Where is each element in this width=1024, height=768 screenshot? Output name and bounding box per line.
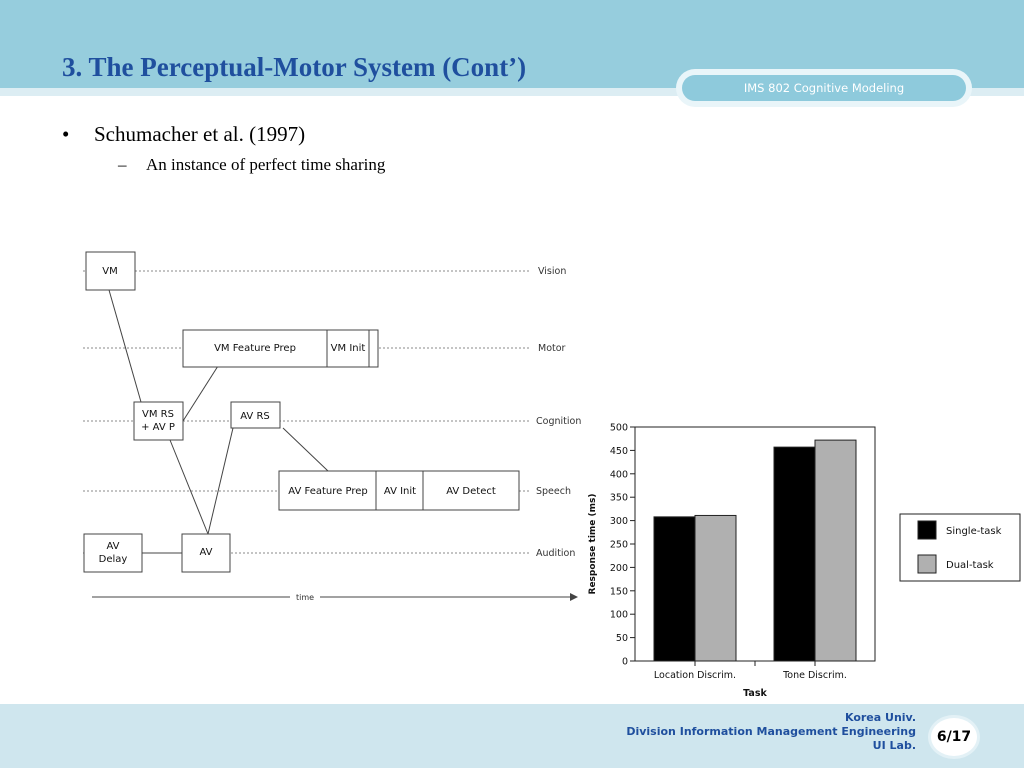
lane-label-motor: Motor xyxy=(538,343,566,354)
legend-label-single-task: Single-task xyxy=(946,526,1002,537)
y-tick-label: 0 xyxy=(622,657,628,668)
box-av-label: AV xyxy=(199,547,212,558)
lane-label-speech: Speech xyxy=(536,486,571,497)
bar-dual-task xyxy=(814,439,857,662)
y-tick-label: 150 xyxy=(610,586,628,597)
box-av xyxy=(181,533,231,573)
footer-line-division: Division Information Management Engineer… xyxy=(626,725,916,738)
lane-label-vision: Vision xyxy=(538,266,566,277)
footer-line-lab: UI Lab. xyxy=(872,739,916,752)
y-tick-label: 350 xyxy=(610,493,628,504)
connector-av-to-avrs xyxy=(207,427,234,535)
sub-bullet-dash: – xyxy=(118,155,127,174)
y-tick-label: 50 xyxy=(616,633,628,644)
y-tick-label: 200 xyxy=(610,563,628,574)
footer-credits: Korea Univ. Division Information Managem… xyxy=(626,711,916,753)
y-tick-label: 450 xyxy=(610,446,628,457)
time-label: time xyxy=(296,593,314,602)
bar-single-task xyxy=(653,516,696,662)
legend-swatch-dual-task xyxy=(917,554,937,574)
lane-label-audition: Audition xyxy=(536,548,575,559)
x-axis-label: Task xyxy=(743,688,767,699)
y-tick-label: 300 xyxy=(610,516,628,527)
y-tick-label: 500 xyxy=(610,423,628,434)
sub-bullet-text: An instance of perfect time sharing xyxy=(146,155,386,174)
response-time-chart: 0 50 100 150 200 250 300 350 400 450 500 Location … xyxy=(588,423,1021,699)
box-av-detect-label: AV Detect xyxy=(446,486,496,497)
connector-vm-to-vmrs xyxy=(108,289,142,403)
box-av-feature-prep-label: AV Feature Prep xyxy=(288,486,367,497)
connector-avrs-to-featureprep xyxy=(282,427,329,472)
time-sharing-diagram: Vision Motor Cognition Speech Audition V… xyxy=(83,251,581,602)
connector-vmrs-to-av xyxy=(169,439,209,535)
time-arrow-head xyxy=(570,593,578,601)
bullet-item: • Schumacher et al. (1997) xyxy=(62,122,305,147)
x-tick-label: Location Discrim. xyxy=(654,670,736,681)
connector-vmrs-to-featureprep xyxy=(182,365,219,422)
y-tick-label: 250 xyxy=(610,540,628,551)
legend-label-dual-task: Dual-task xyxy=(946,560,994,571)
x-tick-label: Tone Discrim. xyxy=(782,670,847,681)
box-vm-rs-label-2: + AV P xyxy=(141,422,175,433)
box-vm-rs xyxy=(133,401,184,441)
course-badge-inner: IMS 802 Cognitive Modeling xyxy=(682,75,966,101)
footer-band xyxy=(0,704,1024,768)
footer-line-university: Korea Univ. xyxy=(844,711,916,724)
bar-single-task xyxy=(773,446,816,662)
legend: Single-task Dual-task xyxy=(899,513,1021,582)
course-badge: IMS 802 Cognitive Modeling xyxy=(676,69,972,107)
y-axis: 0 50 100 150 200 250 300 350 400 450 500 xyxy=(610,423,635,668)
box-vm-init-label: VM Init xyxy=(331,343,366,354)
lane-label-cognition: Cognition xyxy=(536,416,581,427)
box-av-rs xyxy=(230,401,281,429)
page-number-badge: 6/17 xyxy=(928,715,980,759)
page-number: 6/17 xyxy=(936,729,972,745)
bar-dual-task xyxy=(694,514,737,662)
y-tick-label: 100 xyxy=(610,610,628,621)
bars xyxy=(653,439,857,662)
box-vm-feature-prep-label: VM Feature Prep xyxy=(214,343,296,354)
box-vm xyxy=(85,251,136,291)
bullet-text: Schumacher et al. (1997) xyxy=(94,122,306,146)
course-label: IMS 802 Cognitive Modeling xyxy=(743,81,905,95)
box-vm-label: VM xyxy=(102,266,117,277)
bullet-dot: • xyxy=(62,122,70,146)
box-av-init-label: AV Init xyxy=(384,486,416,497)
header-stripe xyxy=(0,88,1024,96)
sub-bullet-item: –An instance of perfect time sharing xyxy=(118,155,385,175)
box-av-rs-label: AV RS xyxy=(240,411,270,422)
box-av-delay xyxy=(83,533,143,573)
legend-swatch-single-task xyxy=(917,520,937,540)
box-av-feature-prep xyxy=(278,470,520,511)
y-axis-label: Response time (ms) xyxy=(588,494,598,595)
x-axis: Location Discrim. Tone Discrim. xyxy=(654,661,847,681)
y-tick-label: 400 xyxy=(610,469,628,480)
box-vm-feature-prep xyxy=(182,329,379,368)
box-av-delay-label-1: AV xyxy=(106,541,119,552)
box-vm-rs-label-1: VM RS xyxy=(142,409,174,420)
slide-title: 3. The Perceptual-Motor System (Cont’) xyxy=(62,52,527,82)
box-av-delay-label-2: Delay xyxy=(99,554,128,565)
